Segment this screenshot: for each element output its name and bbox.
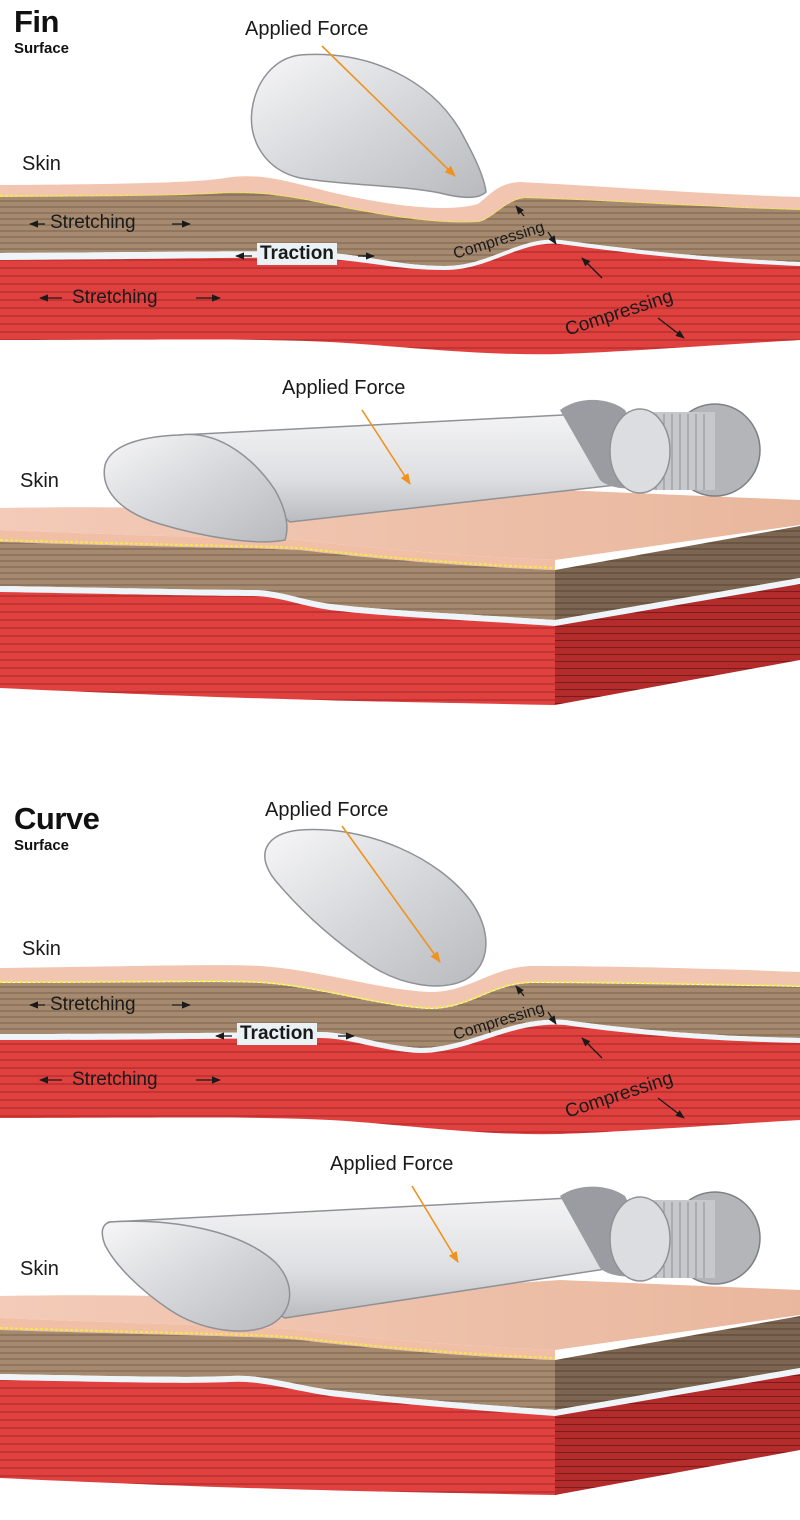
panel-title: Curve (14, 801, 100, 836)
fascia-gap (0, 1019, 800, 1053)
applied-force-arrow (341, 825, 441, 963)
applied-force-label: Applied Force (265, 799, 389, 821)
panel-subtitle: Surface (14, 40, 70, 57)
curve-tool (264, 828, 487, 987)
muscle-front (0, 592, 555, 705)
fat-line (0, 980, 800, 1010)
traction-label: Traction (237, 1023, 317, 1045)
panel-title-fin: Fin Surface (14, 6, 69, 56)
muscle-stretching-label: Stretching (72, 1069, 158, 1090)
curve-tool-blade (101, 1220, 291, 1332)
muscle-layer (0, 243, 800, 355)
fascia-front (0, 1330, 555, 1410)
applied-force-label: Applied Force (245, 18, 369, 40)
curve-cross-section (0, 825, 800, 1135)
fascia-gap-3d (0, 1368, 800, 1416)
fascia-compress-arrow-top (515, 205, 525, 217)
fascia-gap (0, 239, 800, 270)
panel-title: Fin (14, 4, 60, 39)
fat-line-3d (0, 1327, 556, 1359)
muscle-compress-arrow-top (581, 257, 603, 279)
muscle-side (555, 1374, 800, 1495)
fin-cross-section (0, 45, 800, 355)
fascia-stretching-label: Stretching (50, 212, 136, 233)
fascia-compress-arrow-bottom (547, 1011, 557, 1025)
fin-tool-handle (560, 399, 761, 497)
applied-force-arrow (321, 45, 456, 177)
muscle-compress-arrow-top (581, 1037, 603, 1059)
skin-surface (0, 490, 800, 560)
muscle-side (555, 584, 800, 705)
applied-force-label-3d: Applied Force (282, 377, 406, 399)
panel-subtitle: Surface (14, 837, 70, 854)
applied-force-arrow-3d (411, 1185, 459, 1263)
skin-label-3d: Skin (20, 470, 59, 492)
fascia-compress-arrow-top (515, 985, 525, 997)
fin-tool (250, 53, 487, 199)
fascia-side (555, 1316, 800, 1410)
curve-tool-handle (560, 1186, 761, 1285)
muscle-compress-arrow-bottom (657, 317, 685, 339)
fascia-side (555, 526, 800, 620)
applied-force-arrow-3d (361, 409, 411, 485)
panel-title-curve: Curve Surface (14, 801, 100, 854)
fascia-layer (0, 982, 800, 1048)
muscle-layer (0, 1024, 800, 1135)
applied-force-label-3d: Applied Force (330, 1153, 454, 1175)
skin-label-3d: Skin (20, 1258, 59, 1280)
muscle-stretching-label: Stretching (72, 287, 158, 308)
skin-label: Skin (22, 938, 61, 960)
muscle-compress-arrow-bottom (657, 1097, 685, 1119)
curve-perspective (0, 1185, 800, 1495)
fascia-gap-3d (0, 578, 800, 626)
fascia-stretching-label: Stretching (50, 994, 136, 1015)
fascia-front (0, 542, 555, 620)
muscle-front (0, 1380, 555, 1495)
skin-label: Skin (22, 153, 61, 175)
skin-layer (0, 965, 800, 1008)
fat-line (0, 191, 800, 224)
fascia-compress-arrow-bottom (547, 231, 557, 245)
skin-layer (0, 176, 800, 223)
fin-tool-blade (103, 433, 288, 543)
traction-label: Traction (257, 243, 337, 265)
fin-perspective (0, 399, 800, 705)
fascia-layer (0, 192, 800, 266)
